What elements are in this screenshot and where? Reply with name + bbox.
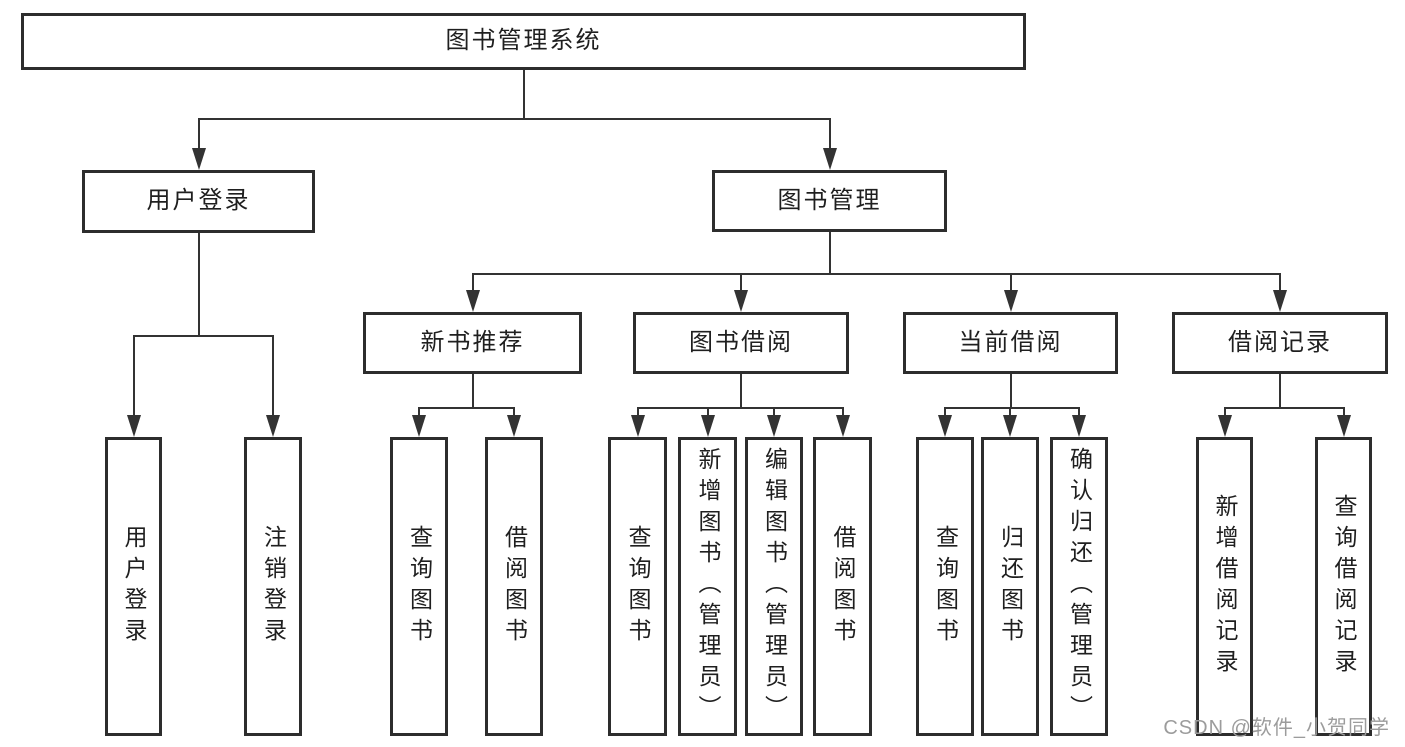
node-label: 图书借阅: [689, 328, 793, 356]
node-new-book-recommend: 新书推荐: [363, 312, 582, 374]
node-leaf-confirm-return: 确认归还（管理员）: [1050, 437, 1108, 736]
arrow-down-icon: [1336, 415, 1351, 437]
connector-line: [513, 407, 515, 421]
connector-line: [522, 70, 525, 120]
node-label: 借阅记录: [1228, 328, 1332, 356]
node-label: 当前借阅: [958, 328, 1063, 356]
node-current-borrowing: 当前借阅: [903, 312, 1118, 374]
node-system: 图书管理系统: [21, 13, 1026, 70]
node-label: 查询借阅记录: [1331, 493, 1357, 680]
arrow-down-icon: [465, 290, 480, 312]
arrow-down-icon: [1072, 415, 1086, 437]
node-book-borrowing: 图书借阅: [633, 312, 849, 374]
node-label: 查询图书: [625, 524, 651, 649]
connector-line: [132, 335, 135, 421]
connector-line: [1279, 273, 1281, 296]
arrow-down-icon: [822, 148, 837, 170]
arrow-down-icon: [126, 415, 141, 437]
connector-line: [740, 374, 742, 409]
node-user-login: 用户登录: [82, 170, 315, 233]
arrow-down-icon: [1217, 415, 1232, 437]
connector-line: [1279, 374, 1281, 409]
arrow-down-icon: [1003, 290, 1018, 312]
node-book-management: 图书管理: [712, 170, 947, 232]
node-label: 借阅图书: [830, 524, 856, 649]
node-label: 查询图书: [406, 524, 433, 649]
connector-line: [706, 407, 709, 421]
node-leaf-query-books-1: 查询图书: [390, 437, 448, 736]
node-leaf-return-books: 归还图书: [981, 437, 1039, 736]
arrow-down-icon: [767, 415, 781, 437]
connector-line: [1223, 407, 1345, 409]
arrow-down-icon: [507, 415, 521, 437]
node-leaf-user-login: 用户登录: [105, 437, 162, 736]
connector-line: [418, 407, 420, 421]
connector-line: [471, 273, 474, 296]
node-leaf-add-books: 新增图书（管理员）: [678, 437, 737, 736]
node-leaf-borrow-books-1: 借阅图书: [485, 437, 543, 736]
node-leaf-edit-books: 编辑图书（管理员）: [745, 437, 803, 736]
node-label: 新增借阅记录: [1212, 493, 1238, 680]
node-label: 编辑图书（管理员）: [761, 447, 788, 726]
node-label: 新书推荐: [420, 328, 525, 356]
connector-line: [197, 118, 831, 120]
node-label: 用户登录: [146, 187, 251, 215]
node-label: 归还图书: [997, 524, 1024, 649]
arrow-down-icon: [700, 415, 715, 437]
connector-line: [944, 407, 1080, 409]
connector-line: [132, 335, 274, 337]
connector-line: [1223, 407, 1226, 421]
node-leaf-query-books-3: 查询图书: [916, 437, 974, 736]
arrow-down-icon: [835, 415, 850, 437]
connector-line: [272, 335, 274, 421]
connector-line: [944, 407, 946, 421]
connector-line: [1009, 407, 1011, 421]
connector-line: [471, 273, 1281, 275]
node-label: 图书管理系统: [445, 27, 602, 55]
connector-line: [197, 233, 200, 337]
arrow-down-icon: [266, 415, 280, 437]
arrow-down-icon: [191, 148, 206, 170]
connector-line: [1342, 407, 1345, 421]
node-label: 注销登录: [260, 524, 287, 649]
watermark-text: CSDN @软件_小贺同学: [1163, 717, 1390, 739]
node-label: 确认归还（管理员）: [1066, 447, 1093, 726]
connector-line: [418, 407, 515, 409]
node-leaf-add-borrow-record: 新增借阅记录: [1196, 437, 1253, 736]
node-leaf-query-books-2: 查询图书: [608, 437, 667, 736]
arrow-down-icon: [412, 415, 426, 437]
connector-line: [773, 407, 775, 421]
node-borrowing-records: 借阅记录: [1172, 312, 1388, 374]
arrow-down-icon: [1273, 290, 1287, 312]
node-label: 用户登录: [121, 524, 147, 649]
connector-line: [636, 407, 844, 409]
arrow-down-icon: [1003, 415, 1017, 437]
connector-line: [828, 118, 831, 154]
node-label: 借阅图书: [501, 524, 528, 649]
connector-line: [740, 273, 742, 296]
node-leaf-logout: 注销登录: [244, 437, 302, 736]
arrow-down-icon: [938, 415, 952, 437]
connector-line: [1009, 374, 1012, 409]
arrow-down-icon: [630, 415, 645, 437]
connector-line: [828, 232, 831, 275]
connector-line: [197, 118, 200, 154]
connector-line: [1078, 407, 1080, 421]
connector-line: [636, 407, 639, 421]
connector-line: [841, 407, 844, 421]
arrow-down-icon: [734, 290, 748, 312]
node-label: 查询图书: [932, 524, 959, 649]
node-label: 图书管理: [777, 186, 882, 214]
connector-line: [471, 374, 474, 409]
node-leaf-borrow-books-2: 借阅图书: [813, 437, 872, 736]
connector-line: [1009, 273, 1012, 296]
node-label: 新增图书（管理员）: [695, 447, 721, 726]
node-leaf-query-borrow-record: 查询借阅记录: [1315, 437, 1372, 736]
